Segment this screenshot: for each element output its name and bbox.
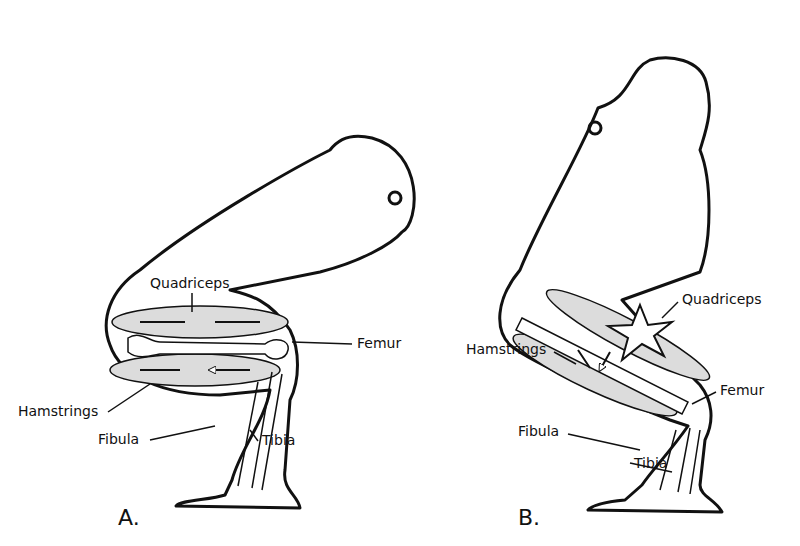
part-label: Fibula [98,432,139,447]
bar-marker [389,192,401,204]
quadriceps-muscle [112,306,288,338]
tibia-bone [678,428,700,494]
leader-line [108,384,150,412]
leader-line [662,302,678,318]
force-star [608,305,672,360]
leader-line [568,434,640,450]
leader-lines [108,293,716,472]
part-label: Fibula [518,424,559,439]
leader-line [150,426,215,440]
figure-letter: A. [118,506,140,530]
bar-marker [589,122,601,134]
part-label: Femur [720,383,764,398]
leader-line [692,392,716,404]
part-label: Tibia [262,433,295,448]
part-label: Quadriceps [682,292,762,307]
part-label: Femur [357,336,401,351]
figure-letter: B. [518,506,540,530]
hamstrings-muscle [110,354,280,386]
leader-line [554,352,576,364]
fibula-bone [238,382,258,486]
part-label: Tibia [634,456,667,471]
part-label: Hamstrings [18,404,98,419]
force-arrow [578,350,610,370]
force-arrow [140,322,260,370]
body-outline [106,136,414,508]
part-label: Quadriceps [150,276,230,291]
leader-line [292,342,352,344]
femur-bone [128,335,288,359]
leader-line [191,293,193,312]
femur-bone [516,318,688,414]
part-label: Hamstrings [466,342,546,357]
leader-line [250,430,258,441]
body-outline [500,58,722,512]
